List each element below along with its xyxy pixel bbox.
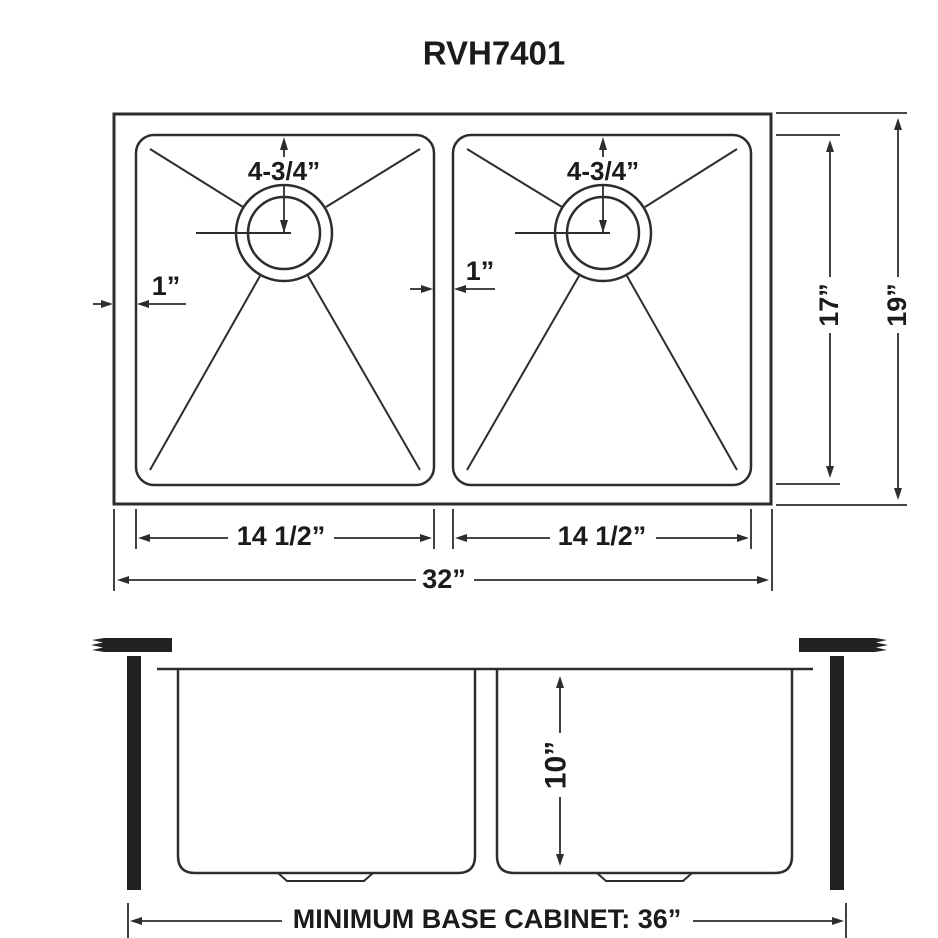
arrowhead-up (826, 140, 834, 152)
left-drain-section (277, 872, 374, 882)
right-bowl-width-dimension: 14 1/2” (455, 521, 749, 551)
arrowhead-up (280, 137, 288, 150)
arrowhead-left (117, 576, 129, 584)
arrowhead-left (130, 917, 142, 925)
overall-depth-19-dimension: 19” (776, 112, 912, 506)
right-bowl-section (495, 669, 794, 875)
right-bowl-width-label: 14 1/2” (558, 521, 647, 551)
model-title: RVH7401 (423, 35, 566, 72)
arrowhead-down (556, 854, 564, 866)
right-countertop-bar (799, 638, 888, 652)
right-drain-section (596, 872, 693, 882)
bottom-extension-lines (113, 509, 773, 591)
arrowhead-up (894, 118, 902, 130)
left-bowl-slope-lines (149, 148, 421, 471)
arrowhead-left (455, 534, 467, 542)
left-drain-offset-label: 4-3/4” (248, 156, 320, 186)
arrowhead-down (894, 488, 902, 500)
bowl-depth-label: 10” (540, 741, 573, 789)
arrowhead-up (599, 137, 607, 150)
overall-width-dimension: 32” (117, 564, 769, 594)
base-cabinet-dimension: MINIMUM BASE CABINET: 36” (127, 903, 847, 938)
left-countertop-bar (91, 638, 172, 652)
left-bowl-width-label: 14 1/2” (237, 521, 326, 551)
sink-outer-rim (112, 112, 773, 506)
arrowhead-down (599, 220, 607, 233)
arrowhead-left (138, 534, 150, 542)
right-bowl-slope-lines (466, 148, 738, 471)
arrowhead-right (832, 917, 844, 925)
left-reveal-label: 1” (152, 271, 181, 301)
left-cabinet-side-bar (127, 656, 141, 890)
base-cabinet-label: MINIMUM BASE CABINET: 36” (293, 904, 682, 934)
arrowhead-right (737, 534, 749, 542)
left-bowl-section (176, 669, 477, 875)
center-reveal-label: 1” (466, 256, 495, 286)
arrowhead-left (137, 300, 149, 308)
overall-front-to-back-label: 19” (882, 283, 912, 327)
bowl-depth-dimension: 10” (540, 676, 573, 866)
right-bowl-plan (451, 133, 753, 487)
bowl-front-to-back-label: 17” (814, 283, 844, 327)
center-reveal-dimension: 1” (410, 256, 495, 293)
left-bowl-width-dimension: 14 1/2” (138, 521, 432, 551)
arrowhead-left (454, 285, 466, 293)
arrowhead-right (420, 534, 432, 542)
right-drain-offset-label: 4-3/4” (567, 156, 639, 186)
left-bowl-plan (134, 133, 436, 487)
arrowhead-right (757, 576, 769, 584)
front-view: 10” MINIMUM BASE CABINET: 36” (91, 638, 888, 938)
left-drain-offset-dimension: 4-3/4” (248, 137, 320, 233)
arrowhead-up (556, 676, 564, 688)
right-drain-offset-dimension: 4-3/4” (567, 137, 639, 233)
arrowhead-right (421, 285, 433, 293)
arrowhead-down (826, 466, 834, 478)
bowl-depth-17-dimension: 17” (776, 134, 844, 485)
overall-width-label: 32” (422, 564, 466, 594)
left-reveal-dimension: 1” (93, 271, 186, 308)
top-view: 4-3/4” 4-3/4” 1” 1” (93, 112, 912, 594)
arrowhead-down (280, 220, 288, 233)
arrowhead-right (101, 300, 113, 308)
right-cabinet-side-bar (830, 656, 844, 890)
